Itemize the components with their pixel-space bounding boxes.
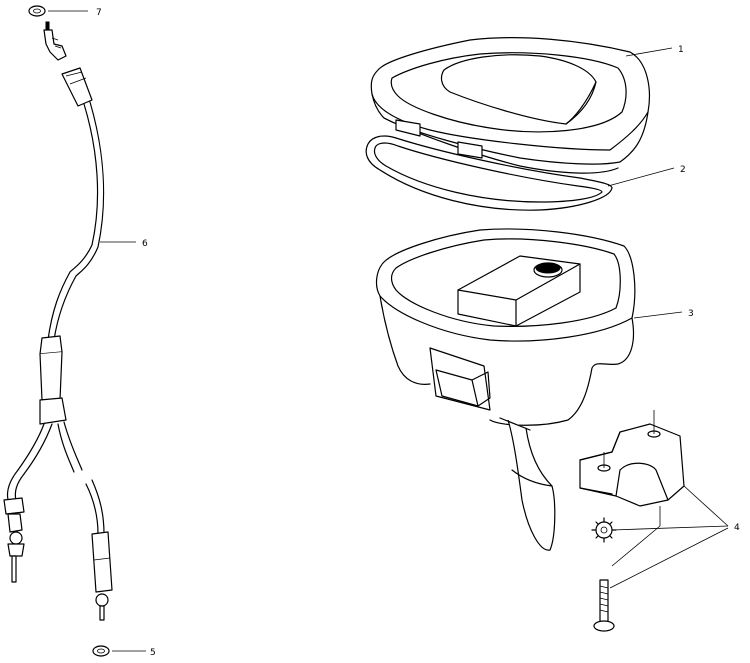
part-4-clamp-kit: [579, 410, 685, 632]
callout-1: 1: [678, 45, 684, 55]
callout-5: 5: [150, 648, 156, 658]
callout-6: 6: [142, 239, 148, 249]
part-3-housing: [375, 228, 636, 551]
callout-3: 3: [688, 309, 694, 319]
part-5-washer: [92, 645, 110, 657]
leader-line-2: [607, 167, 675, 187]
part-7-washer: [28, 5, 46, 17]
bolt: [593, 579, 615, 632]
leader-lines-4: [609, 485, 729, 589]
leader-line-3: [633, 311, 683, 319]
callout-7: 7: [96, 8, 102, 18]
part-6-throttle-cable: [3, 21, 113, 621]
callout-4: 4: [734, 523, 740, 533]
part-1-cover: [370, 37, 651, 174]
part-2-gasket: [365, 135, 613, 211]
callout-2: 2: [680, 165, 686, 175]
leader-line-1: [625, 47, 673, 57]
